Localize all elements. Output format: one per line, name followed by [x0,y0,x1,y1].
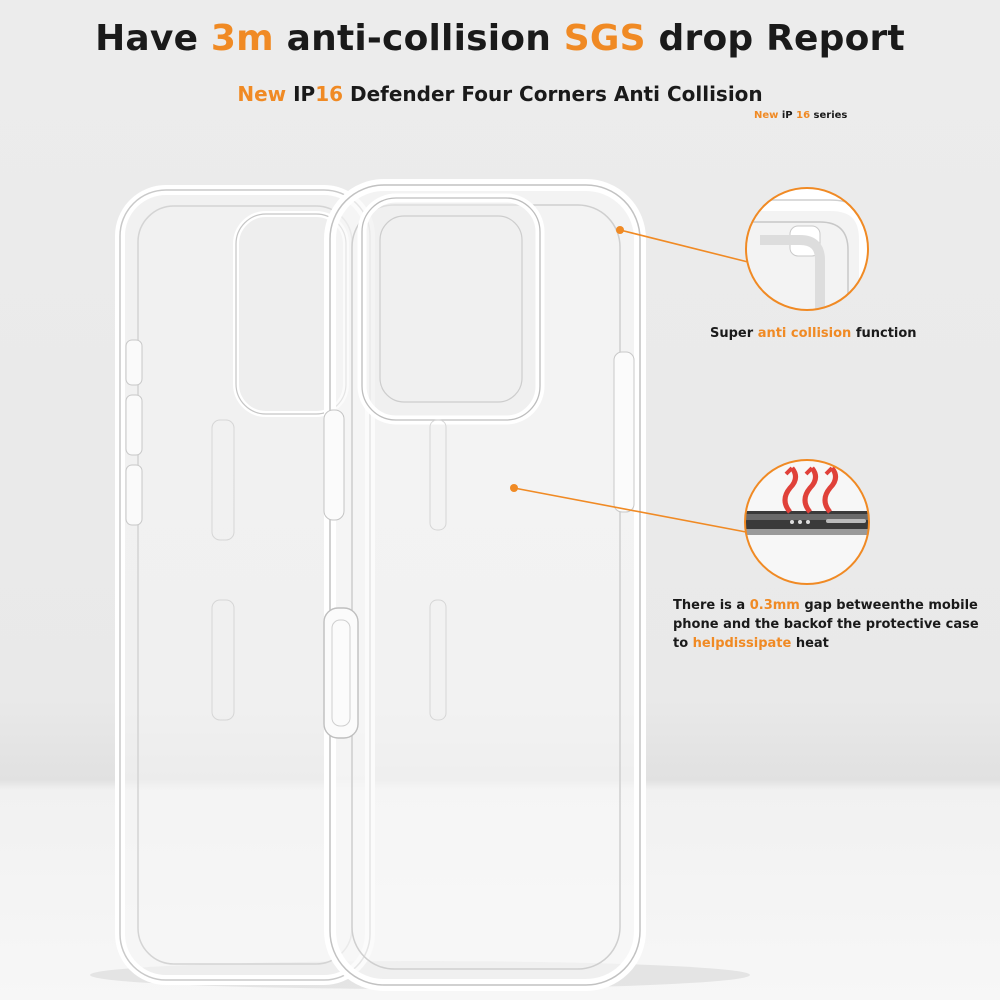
subhead-rest: Defender Four Corners Anti Collision [343,82,763,106]
series-label: series [810,110,848,121]
corner-detail-circle [745,187,869,311]
corner-leader-dot [616,226,624,234]
gap-callout-text: There is a 0.3mm gap betweenthe mobile p… [673,596,993,653]
callout-part: heat [791,636,829,651]
series-ip: iP [781,110,797,121]
headline-part: drop Report [645,18,905,59]
series-tag: New iP 16 series [754,110,847,121]
corner-callout-text: Super anti collision function [710,324,917,343]
front-case [323,179,646,991]
series-new: New [754,110,782,121]
callout-part: There is a [673,598,750,613]
gap-leader-line [513,487,747,533]
subhead-model: 16 [315,82,344,106]
headline-sgs: SGS [563,18,646,59]
subhead-ip: IP [293,82,316,106]
headline-part: anti-collision [273,18,564,59]
headline-drop-height: 3m [210,18,274,59]
gap-leader-dot [510,484,518,492]
page-headline: Have 3m anti-collision SGS drop Report [0,18,1000,59]
callout-highlight: helpdissipate [692,636,792,651]
subhead-new: New [237,82,294,106]
callout-part: function [851,326,917,341]
gap-detail-circle [744,459,870,585]
callout-part: gap betweenthe mobile phone and the back… [673,598,979,651]
corner-leader-line [619,229,749,263]
series-model: 16 [796,110,811,121]
callout-part: Super [710,326,758,341]
page-subheadline: New IP16 Defender Four Corners Anti Coll… [0,82,1000,106]
headline-part: Have [95,18,211,59]
callout-highlight: anti collision [757,326,852,341]
callout-gap-size: 0.3mm [749,598,800,613]
